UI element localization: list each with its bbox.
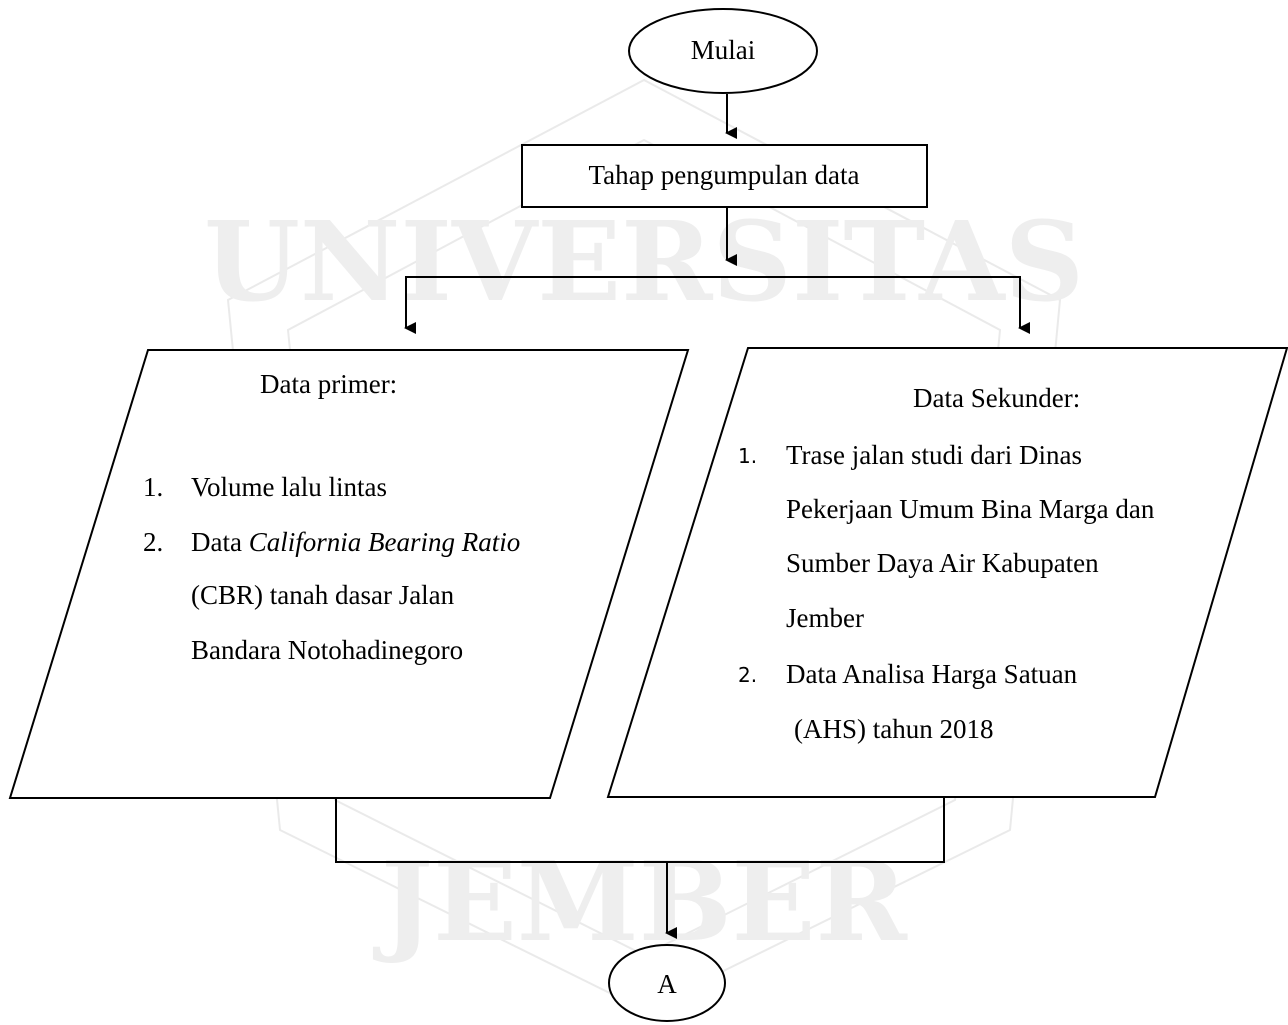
- connector-a-circle: [608, 944, 726, 1022]
- primary-item2-italic: California Bearing Ratio: [249, 527, 521, 557]
- collect-process-box: [521, 144, 928, 208]
- secondary-title: Data Sekunder:: [913, 383, 1080, 413]
- connector-a-label: A: [657, 969, 677, 999]
- secondary-item1-line3: Sumber Daya Air Kabupaten: [786, 548, 1099, 578]
- secondary-data-parallelogram: [606, 347, 1288, 798]
- watermark-top-text: UNIVERSITAS: [204, 197, 1084, 326]
- primary-item2-line2: (CBR) tanah dasar Jalan: [191, 580, 455, 610]
- primary-data-parallelogram: [8, 349, 690, 799]
- merge-connector: [335, 797, 945, 863]
- primary-item2-line3: Bandara Notohadinegoro: [191, 635, 463, 665]
- secondary-item1-line4: Jember: [786, 603, 864, 633]
- split-connector: [405, 276, 1021, 328]
- secondary-item1-line2: Pekerjaan Umum Bina Marga dan: [786, 494, 1155, 524]
- primary-item2-prefix: Data: [191, 527, 249, 557]
- secondary-item1-line1: Trase jalan studi dari Dinas: [786, 440, 1082, 470]
- secondary-item1-number: 1.: [738, 444, 757, 468]
- primary-item1-number: 1.: [143, 472, 163, 502]
- primary-title: Data primer:: [260, 369, 397, 399]
- start-label: Mulai: [691, 35, 756, 65]
- secondary-item2-line2: (AHS) tahun 2018: [794, 714, 993, 744]
- secondary-item2-number: 2.: [738, 663, 757, 687]
- start-terminator: [628, 8, 818, 94]
- primary-item2-line1: Data California Bearing Ratio: [191, 527, 520, 557]
- watermark-seal: UNIVERSITAS JEMBER: [204, 78, 1084, 1012]
- primary-item1: Volume lalu lintas: [191, 472, 387, 502]
- collect-label: Tahap pengumpulan data: [588, 160, 859, 190]
- watermark-bottom-text: JEMBER: [372, 837, 908, 966]
- primary-item2-number: 2.: [143, 527, 163, 557]
- secondary-item2-line1: Data Analisa Harga Satuan: [786, 659, 1078, 689]
